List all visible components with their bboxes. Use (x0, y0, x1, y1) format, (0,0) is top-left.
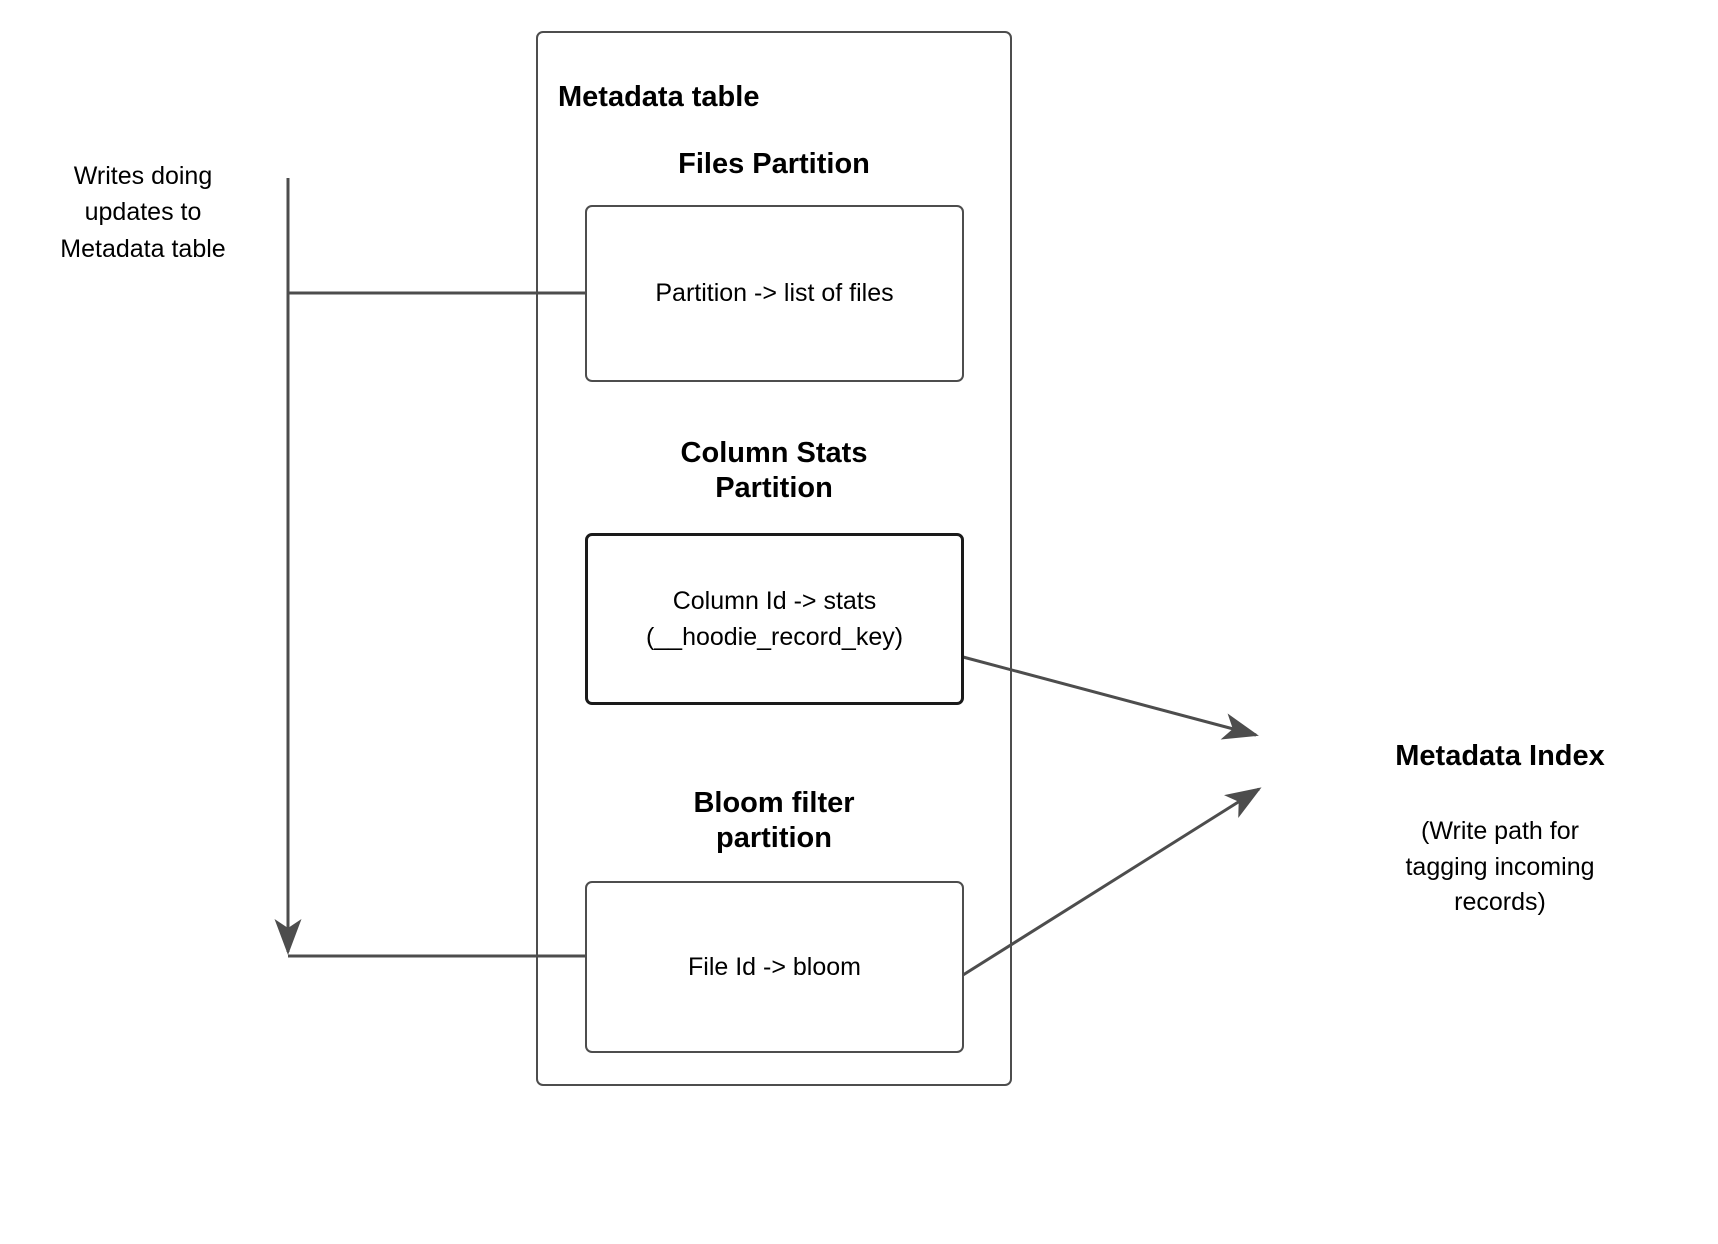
metadata-index-note: (Write path for tagging incoming records… (1405, 817, 1595, 916)
writes-source-label: Writes doing updates to Metadata table (60, 162, 226, 263)
files-partition-box-text: Partition -> list of files (655, 279, 894, 308)
metadata-index-title: Metadata Index (1395, 740, 1605, 772)
column-stats-partition-box[interactable]: Column Id -> stats (__hoodie_record_key) (585, 533, 964, 705)
bloom-filter-partition-box[interactable]: File Id -> bloom (585, 881, 964, 1053)
column-stats-partition-box-text: Column Id -> stats (__hoodie_record_key) (645, 586, 904, 651)
bloom-filter-partition-box-text: File Id -> bloom (688, 952, 861, 981)
metadata-table-container (536, 31, 1012, 1086)
column-stats-partition-heading: Column Stats Partition (680, 437, 868, 505)
files-partition-box[interactable]: Partition -> list of files (585, 205, 964, 382)
metadata-table-title: Metadata table (558, 81, 760, 113)
bloom-filter-partition-heading: Bloom filter partition (693, 787, 855, 855)
files-partition-heading: Files Partition (678, 148, 870, 180)
